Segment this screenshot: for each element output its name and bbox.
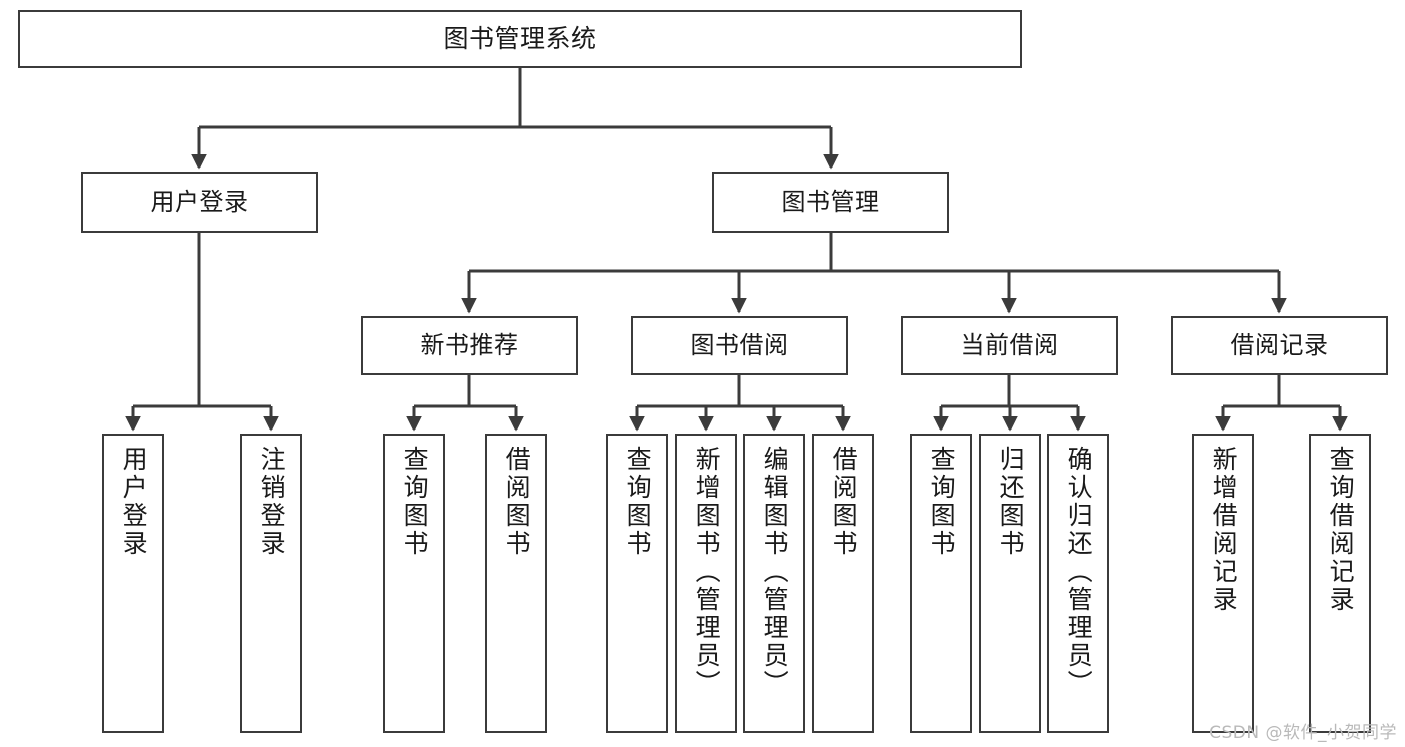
node-leaf-return-book-label: 归还图书 [996,446,1026,558]
node-leaf-user-login[interactable]: 用户登录 [102,434,164,733]
node-leaf-query-record[interactable]: 查询借阅记录 [1309,434,1371,733]
node-leaf-add-book-label: 新增图书（管理员） [692,446,722,698]
node-book-management[interactable]: 图书管理 [712,172,949,233]
node-leaf-query-record-label: 查询借阅记录 [1326,446,1356,614]
watermark: CSDN @软件_小贺同学 [1209,723,1397,743]
node-leaf-user-login-label: 用户登录 [119,446,149,558]
node-leaf-borrow-book-2-label: 借阅图书 [829,446,859,558]
node-leaf-user-logout[interactable]: 注销登录 [240,434,302,733]
node-current-borrow[interactable]: 当前借阅 [901,316,1118,375]
node-borrow-record[interactable]: 借阅记录 [1171,316,1388,375]
node-book-borrow-label: 图书借阅 [690,331,789,360]
node-leaf-query-book-1-label: 查询图书 [400,446,430,558]
node-leaf-edit-book[interactable]: 编辑图书（管理员） [743,434,805,733]
node-new-book-recommend-label: 新书推荐 [420,331,519,360]
node-current-borrow-label: 当前借阅 [960,331,1059,360]
node-leaf-query-book-2[interactable]: 查询图书 [606,434,668,733]
node-leaf-query-book-3-label: 查询图书 [927,446,957,558]
node-root[interactable]: 图书管理系统 [18,10,1022,68]
node-leaf-borrow-book-1[interactable]: 借阅图书 [485,434,547,733]
node-leaf-add-record-label: 新增借阅记录 [1209,446,1239,614]
node-leaf-user-logout-label: 注销登录 [257,446,287,558]
node-book-borrow[interactable]: 图书借阅 [631,316,848,375]
node-leaf-add-record[interactable]: 新增借阅记录 [1192,434,1254,733]
node-book-management-label: 图书管理 [781,188,880,217]
node-leaf-borrow-book-1-label: 借阅图书 [502,446,532,558]
node-user-login[interactable]: 用户登录 [81,172,318,233]
node-borrow-record-label: 借阅记录 [1230,331,1329,360]
node-leaf-edit-book-label: 编辑图书（管理员） [760,446,790,698]
node-root-label: 图书管理系统 [443,24,597,54]
node-user-login-label: 用户登录 [150,188,249,217]
node-leaf-return-book[interactable]: 归还图书 [979,434,1041,733]
node-leaf-confirm-return-label: 确认归还（管理员） [1064,446,1094,698]
node-leaf-query-book-3[interactable]: 查询图书 [910,434,972,733]
node-leaf-query-book-2-label: 查询图书 [623,446,653,558]
node-leaf-confirm-return[interactable]: 确认归还（管理员） [1047,434,1109,733]
node-leaf-add-book[interactable]: 新增图书（管理员） [675,434,737,733]
node-leaf-query-book-1[interactable]: 查询图书 [383,434,445,733]
node-new-book-recommend[interactable]: 新书推荐 [361,316,578,375]
node-leaf-borrow-book-2[interactable]: 借阅图书 [812,434,874,733]
